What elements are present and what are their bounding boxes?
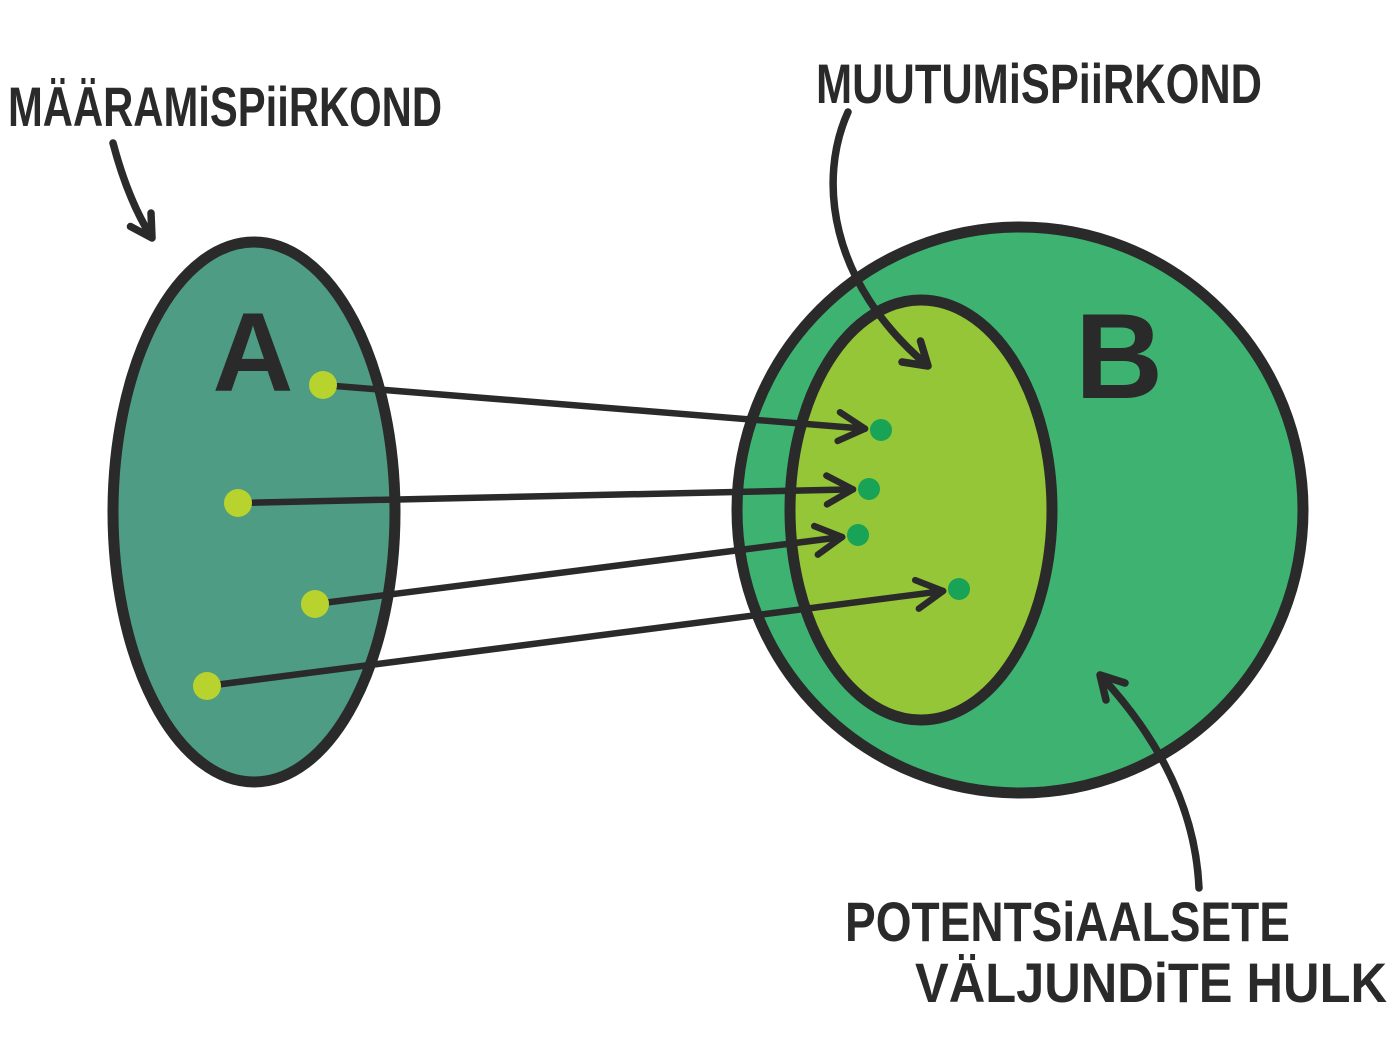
mapping-arrowhead [810,522,846,558]
mapping-arrow-line [311,533,846,608]
mapping-arrowhead [911,576,947,612]
domain-label: MÄÄRAMiSPiiRKOND [8,75,442,138]
mapping-arrow-line [319,381,869,432]
outputs-label-line1: POTENTSiAALSETE [845,890,1290,953]
outputs-annotation-arrow [1096,671,1203,892]
mapping-arrow-line [203,587,947,690]
outputs-label-line2: VÄLJUNDiTE HULK [915,951,1387,1014]
range-annotation-arrow [829,108,932,370]
set-a-dot [193,672,221,700]
range-dot [870,419,892,441]
range-dot [847,524,869,546]
domain-annotation-arrow [109,139,156,242]
set-a-label: A [213,290,294,415]
set-a-dot [301,590,329,618]
set-a-dots [193,371,337,700]
range-dots [847,419,970,600]
mapping-arrow-line [234,486,857,507]
range-ellipse [784,294,1058,726]
range-label: MUUTUMiSPiiRKOND [816,52,1262,115]
mapping-arrowhead [834,409,869,445]
range-dot [858,478,880,500]
set-a-dot [224,489,252,517]
mapping-arrows [203,381,947,690]
mapping-arrowhead [823,472,857,508]
set-a-dot [309,371,337,399]
set-b-label: B [1075,288,1163,424]
range-dot [948,578,970,600]
